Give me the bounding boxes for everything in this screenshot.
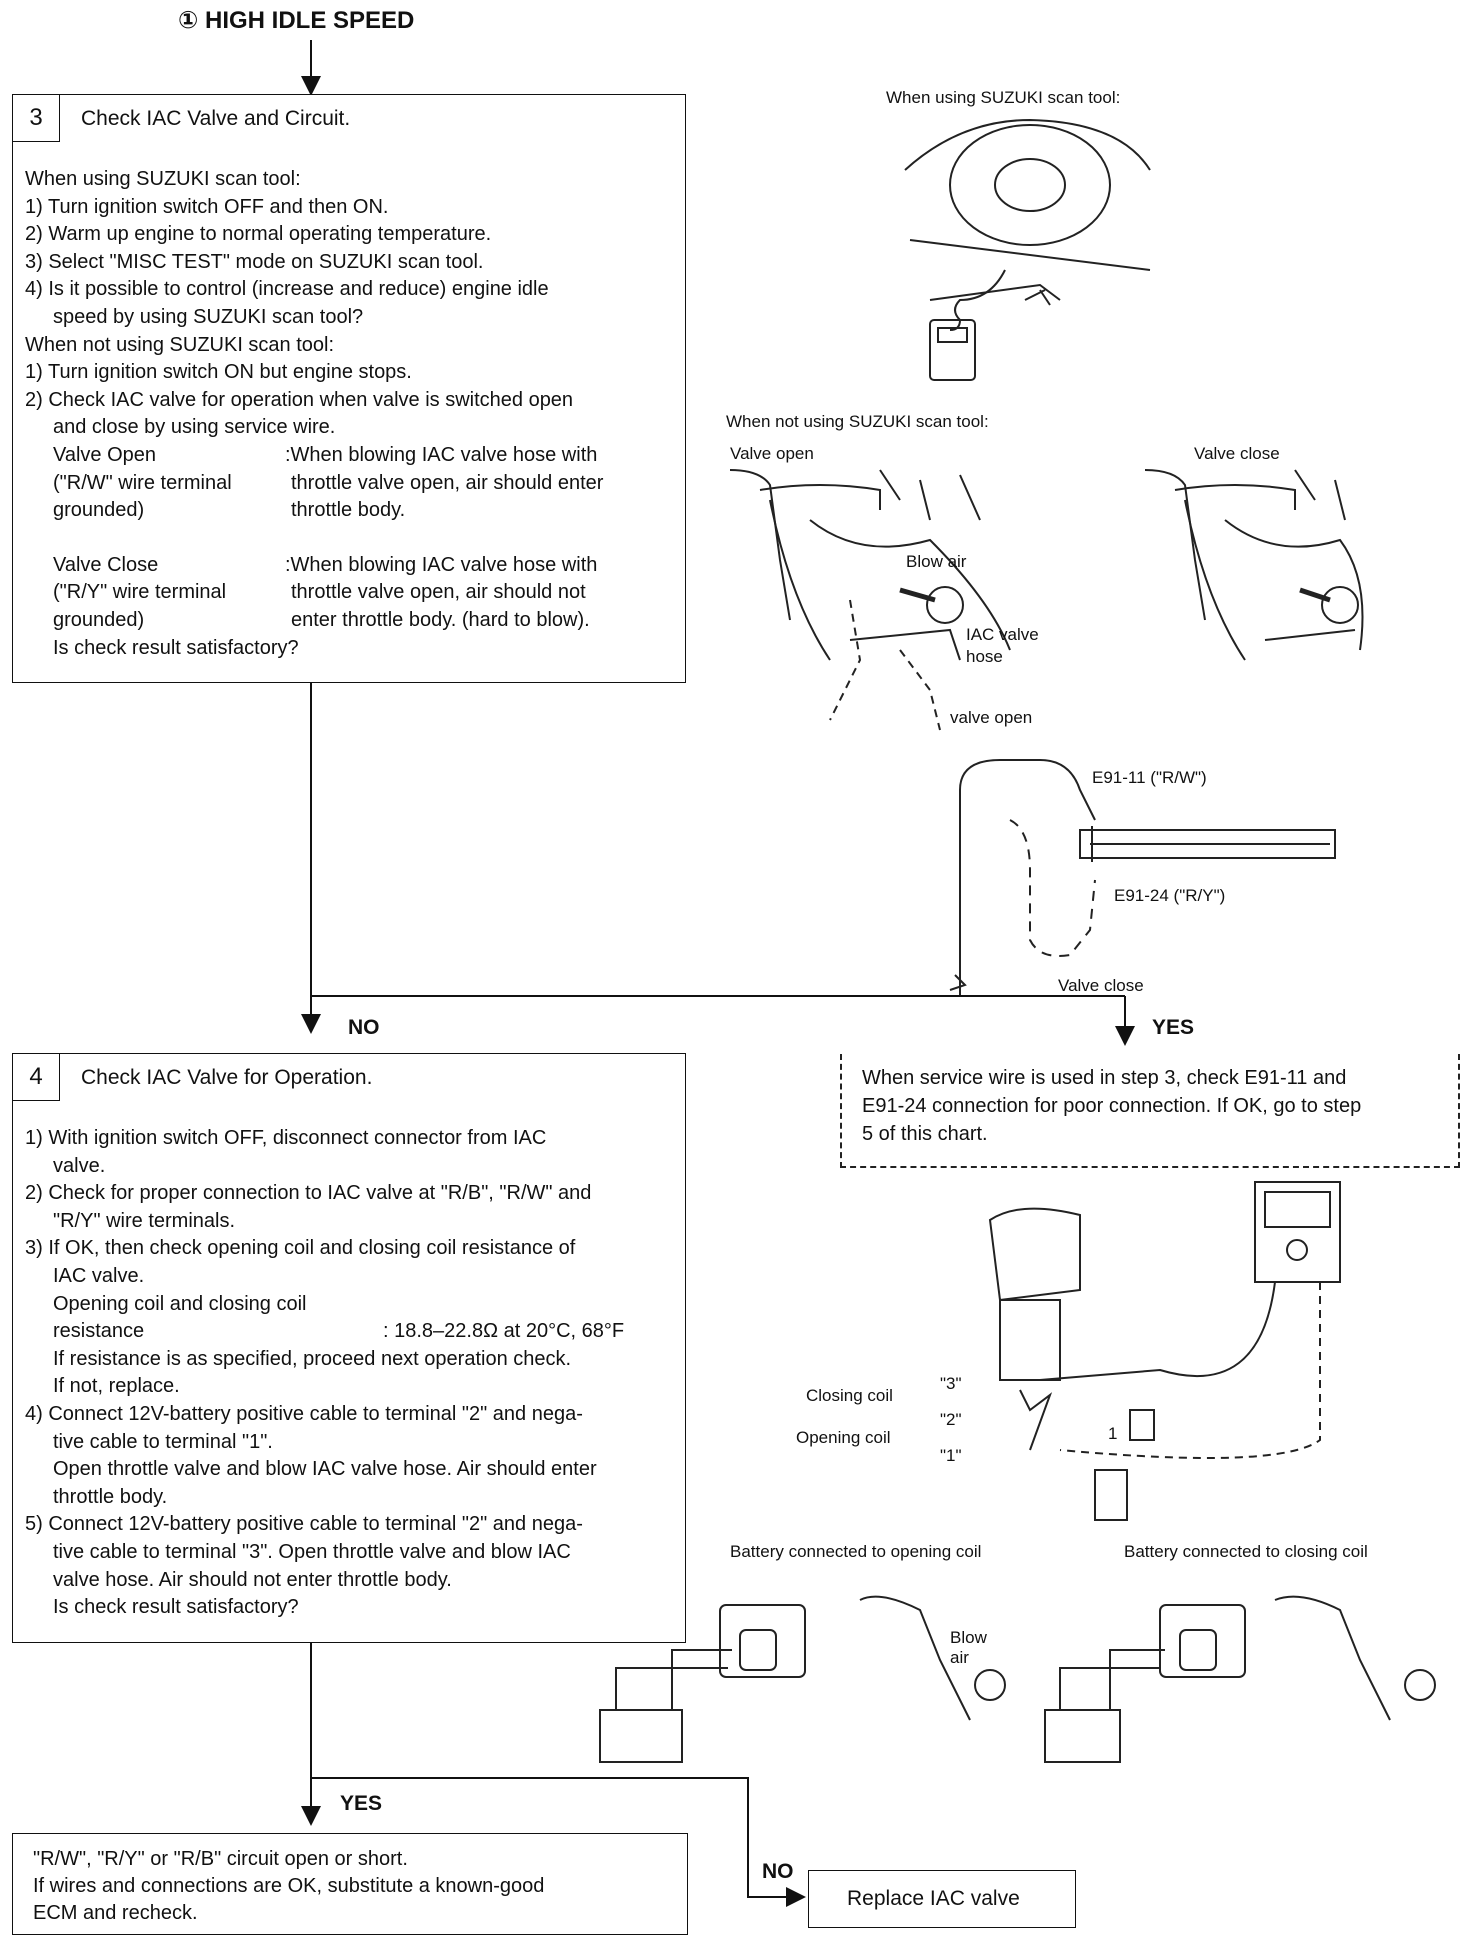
step-title: Check IAC Valve and Circuit. bbox=[81, 107, 351, 130]
step-number: 3 bbox=[13, 95, 60, 142]
e91-24-label: E91-24 ("R/Y") bbox=[1114, 886, 1226, 905]
terminal-1-label: "1" bbox=[940, 1446, 962, 1465]
replace-box: Replace IAC valve bbox=[808, 1870, 1076, 1928]
yes-label-2: YES bbox=[340, 1792, 383, 1815]
step3-box: 3 Check IAC Valve and Circuit. When usin… bbox=[12, 94, 686, 683]
iac-hose-label: IAC valve hose bbox=[966, 625, 1039, 666]
battery-closing-caption: Battery connected to closing coil bbox=[1124, 1542, 1368, 1561]
terminal-3-label: "3" bbox=[940, 1374, 962, 1393]
step4-body: 1) With ignition switch OFF, disconnect … bbox=[25, 1127, 625, 1619]
blow-air-label-2: Blow air bbox=[950, 1628, 987, 1667]
service-wire-figure bbox=[949, 759, 1336, 995]
valve-close-spec: Valve Close ("R/Y" wire terminal grounde… bbox=[53, 553, 598, 631]
valve-close-figure bbox=[1144, 469, 1364, 661]
e91-11-label: E91-11 ("R/W") bbox=[1092, 768, 1207, 787]
no-label-1: NO bbox=[348, 1016, 380, 1039]
no-label-2: NO bbox=[762, 1860, 794, 1883]
valve-open-figure bbox=[729, 469, 1011, 731]
multimeter-figure bbox=[988, 1181, 1341, 1521]
terminal-1-plain-label: 1 bbox=[1108, 1424, 1118, 1443]
terminal-2-label: "2" bbox=[940, 1410, 962, 1429]
yes-note-box: When service wire is used in step 3, che… bbox=[840, 1054, 1460, 1168]
no-scan-tool-caption: When not using SUZUKI scan tool: bbox=[726, 412, 989, 431]
step-title: Check IAC Valve for Operation. bbox=[81, 1066, 373, 1089]
valve-close-label: Valve close bbox=[1194, 444, 1280, 463]
page-title: ① HIGH IDLE SPEED bbox=[178, 7, 415, 34]
battery-opening-caption: Battery connected to opening coil bbox=[730, 1542, 982, 1561]
arrow-to-replace bbox=[311, 1777, 806, 1907]
valve-open-spec: Valve Open ("R/W" wire terminal grounded… bbox=[53, 443, 604, 522]
step-number: 4 bbox=[13, 1054, 60, 1101]
battery-figures bbox=[599, 1595, 1436, 1763]
valve-open-label: Valve open bbox=[730, 444, 814, 463]
step3-body: When using SUZUKI scan tool: 1) Turn ign… bbox=[25, 168, 604, 659]
opening-coil-label: Opening coil bbox=[796, 1428, 891, 1447]
step4-box: 4 Check IAC Valve for Operation. 1) With… bbox=[12, 1053, 686, 1643]
wire-valve-close-label: Valve close bbox=[1058, 976, 1144, 995]
scan-tool-figure bbox=[904, 118, 1151, 381]
wire-valve-open-label: valve open bbox=[950, 708, 1033, 727]
yes-label-1: YES bbox=[1152, 1016, 1195, 1039]
result-box: "R/W", "R/Y" or "R/B" circuit open or sh… bbox=[12, 1833, 688, 1935]
closing-coil-label: Closing coil bbox=[806, 1386, 893, 1405]
scan-tool-caption: When using SUZUKI scan tool: bbox=[886, 88, 1121, 107]
blow-air-label: Blow air bbox=[906, 552, 967, 571]
